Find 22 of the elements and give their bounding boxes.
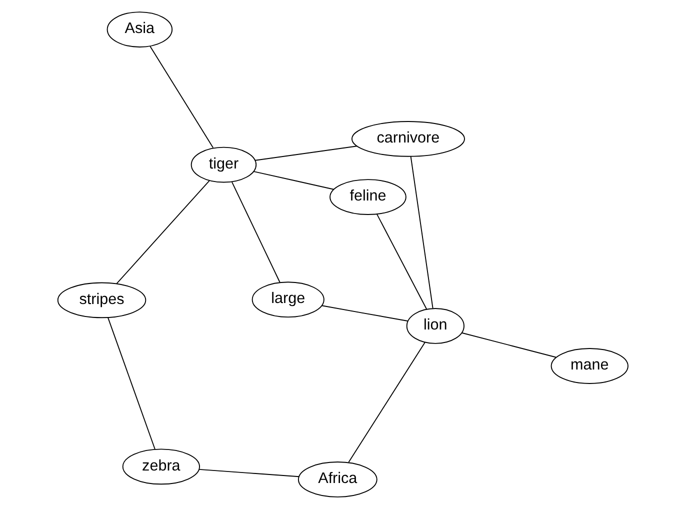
connector: [116, 180, 210, 284]
connector: [460, 332, 556, 358]
connector: [149, 46, 214, 148]
connector: [107, 317, 155, 450]
node-ellipse: large: [251, 282, 324, 318]
node-ellipse: zebra: [122, 448, 200, 485]
connector: [348, 342, 425, 463]
connector: [254, 146, 357, 161]
node-ellipse: Asia: [106, 12, 172, 48]
connector: [198, 468, 299, 478]
connector: [320, 305, 408, 322]
node-ellipse: carnivore: [350, 121, 464, 157]
connector: [376, 214, 427, 310]
node-ellipse: tiger: [190, 146, 256, 183]
connector: [231, 182, 280, 283]
node-ellipse: stripes: [56, 282, 146, 318]
node-ellipse: mane: [550, 348, 628, 384]
node-ellipse: lion: [406, 308, 464, 344]
node-ellipse: feline: [329, 179, 406, 215]
connector: [410, 156, 433, 309]
node-ellipse: Africa: [297, 462, 377, 498]
connector: [252, 171, 334, 190]
